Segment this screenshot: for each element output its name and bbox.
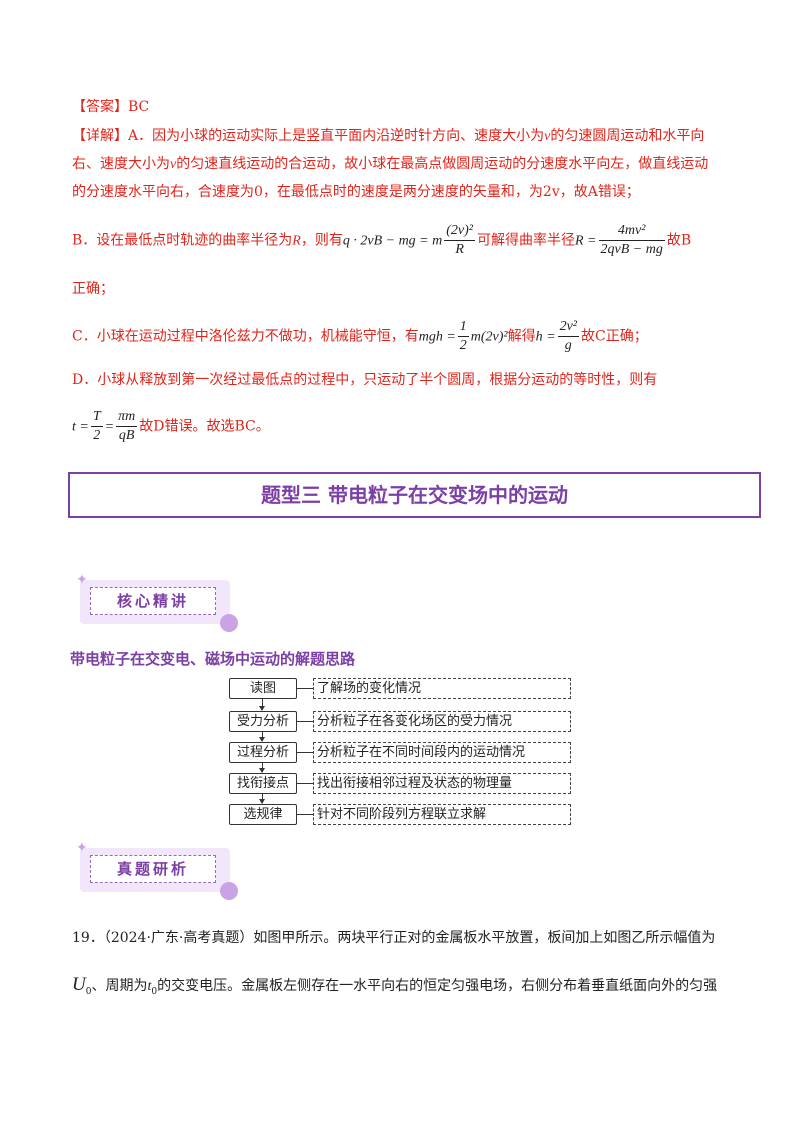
detail-a-line1: 【详解】A．因为小球的运动实际上是竖直平面内沿逆时针方向、速度大小为v的匀速圆周… [72,126,704,147]
fraction-b2-num: 4mv² [617,223,646,238]
detail-d-line1: D．小球从释放到第一次经过最低点的过程中，只运动了半个圆周，根据分运动的等时性，… [72,370,657,390]
detail-a-text-end: 的匀速圆周运动和水平向 [550,128,705,144]
equation-c-h: h = [535,329,556,345]
fraction-c-num: 2v² [559,319,578,334]
detail-b-mid2: 可解得曲率半径 [477,232,575,249]
fraction-half-num: 1 [459,319,467,334]
detail-c-end: 故C正确； [581,328,648,345]
question-line2: U0、周期为t0的交变电压。金属板左侧存在一水平向右的恒定匀强电场，右侧分布着垂… [72,972,717,1005]
circle-decoration-icon [220,882,238,900]
flow-desc-5: 针对不同阶段列方程联立求解 [313,804,571,825]
detail-a3-end: ，故A错误； [559,184,640,200]
flow-step-5: 选规律 [229,804,297,825]
fraction-c: 2v² g [557,318,580,355]
var-R: R [292,233,301,249]
fraction-d1-den: 2 [90,426,103,445]
equation-c-mid: m(2v)² [470,329,508,345]
flow-desc-2: 分析粒子在各变化场区的受力情况 [313,711,571,732]
fraction-d2-den: qB [116,426,138,445]
flow-desc-1: 了解场的变化情况 [313,678,571,699]
answer-label: 【答案】 [72,99,128,115]
var-t-sub: 0 [151,986,158,997]
connector-line [297,688,313,689]
tag-real-exam: ✦ 真题研析 [76,840,238,900]
question-line2-end: 的交变电压。金属板左侧存在一水平向右的恒定匀强电场，右侧分布着垂直纸面向外的匀强 [157,978,718,994]
connector-line [297,783,313,784]
flow-arrow-line [262,794,263,803]
fraction-d2: πm qB [116,408,138,445]
flow-step-2: 受力分析 [229,711,297,732]
flow-step-4: 找衔接点 [229,773,297,794]
tag-core-explanation: ✦ 核心精讲 [76,572,238,632]
fraction-b1-den: R [444,240,475,259]
equation-d-t: t = [72,419,89,435]
equation-b1-left: q · 2vB − mg = m [342,233,443,249]
section-title: 题型三 带电粒子在交变场中的运动 [68,472,761,518]
var-t: t [147,979,152,994]
detail-d-end: 故D错误。故选BC。 [139,418,270,435]
detail-label: 【详解】 [72,128,128,144]
detail-d-text: D．小球从释放到第一次经过最低点的过程中，只运动了半个圆周，根据分运动的等时性，… [72,372,658,388]
arrow-down-icon [259,706,265,711]
sparkle-icon: ✦ [76,572,88,588]
var-U: U [72,974,86,995]
fraction-d2-num: πm [118,409,136,424]
fraction-half-den: 2 [457,336,469,353]
connector-line [297,752,313,753]
connector-line [297,721,313,722]
arrow-down-icon [259,768,265,773]
fraction-b1-num: (2v)² [446,223,473,238]
question-mid: 、周期为 [91,978,148,994]
fraction-b1: (2v)² R [444,222,475,259]
detail-b-mid: ，则有 [300,232,343,249]
answer-value: BC [128,99,150,115]
detail-a-text: A．因为小球的运动实际上是竖直平面内沿逆时针方向、速度大小为 [128,128,545,144]
detail-b-end: 故B [666,232,692,249]
circle-decoration-icon [220,614,238,632]
flow-desc-4: 找出衔接相邻过程及状态的物理量 [313,773,571,794]
flow-arrow-line [262,732,263,741]
detail-c-start: C．小球在运动过程中洛伦兹力不做功，机械能守恒，有 [72,328,419,345]
fraction-d1-num: T [92,409,101,424]
detail-a3-val: 2v [542,184,560,200]
var-v: v [544,129,551,144]
detail-a2-start: 右、速度大小为 [72,156,170,172]
fraction-c-den: g [557,336,580,355]
detail-b-line2: 正确； [72,279,114,299]
subheading: 带电粒子在交变电、磁场中运动的解题思路 [70,650,356,668]
flow-step-1: 读图 [229,678,297,699]
tag-label: 核心精讲 [90,587,216,615]
detail-c-mid: 解得 [507,328,536,345]
detail-a3-start: 的分速度水平向右，合速度为0，在最低点时的速度是两分速度的矢量和，为 [72,184,543,200]
arrow-down-icon [259,799,265,804]
var-v: v [170,157,177,172]
tag-label: 真题研析 [90,855,216,883]
equation-d-eq: = [104,419,115,435]
equation-b2-left: R = [575,233,597,249]
flow-desc-3: 分析粒子在不同时间段内的运动情况 [313,742,571,763]
detail-a2-end: 的匀速直线运动的合运动，故小球在最高点做圆周运动的分速度水平向左，做直线运动 [176,156,709,172]
question-text: 19．（2024·广东·高考真题）如图甲所示。两块平行正对的金属板水平放置，板间… [72,930,716,946]
detail-b-start: B．设在最低点时轨迹的曲率半径为 [72,232,293,249]
detail-a-line3: 的分速度水平向右，合速度为0，在最低点时的速度是两分速度的矢量和，为2v，故A错… [72,182,640,202]
equation-c-left: mgh = [418,329,456,345]
fraction-b2-den: 2qvB − mg [598,240,665,257]
flow-step-3: 过程分析 [229,742,297,763]
detail-b-line1: B．设在最低点时轨迹的曲率半径为R，则有q · 2vB − mg = m(2v)… [72,222,691,260]
detail-a-line2: 右、速度大小为v的匀速直线运动的合运动，故小球在最高点做圆周运动的分速度水平向左… [72,154,708,175]
answer-line: 【答案】BC [72,97,149,117]
question-line1: 19．（2024·广东·高考真题）如图甲所示。两块平行正对的金属板水平放置，板间… [72,928,715,948]
fraction-b2: 4mv² 2qvB − mg [598,222,665,259]
arrow-down-icon [259,737,265,742]
connector-line [297,814,313,815]
flow-arrow-line [262,699,263,708]
sparkle-icon: ✦ [76,840,88,856]
var-U-sub: 0 [85,986,92,997]
flow-arrow-line [262,763,263,772]
detail-b-line2-text: 正确； [72,281,114,297]
